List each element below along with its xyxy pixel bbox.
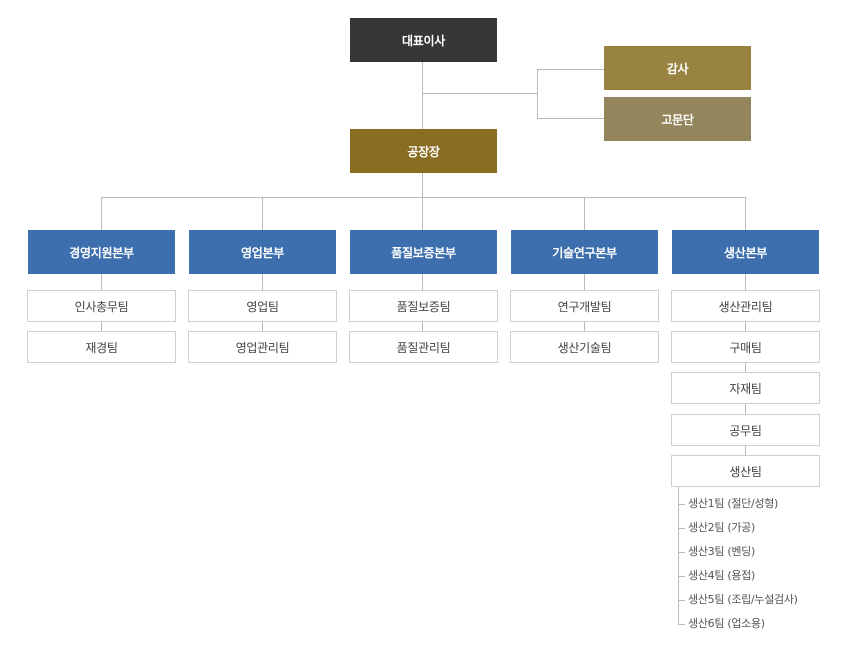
team-production: 생산팀 — [671, 455, 820, 487]
connector-div-2 — [262, 197, 263, 230]
connector-col-5 — [745, 274, 746, 456]
connector-subteam-4 — [678, 576, 685, 577]
division-sales: 영업본부 — [189, 230, 336, 274]
team-quality-control: 품질관리팀 — [349, 331, 498, 363]
connector-divisions-horizontal — [101, 197, 746, 198]
connector-subteam-6 — [678, 624, 685, 625]
plant-manager-node: 공장장 — [350, 129, 497, 173]
team-facilities: 공무팀 — [671, 414, 820, 446]
connector-div-4 — [584, 197, 585, 230]
division-management-support: 경영지원본부 — [28, 230, 175, 274]
team-hr-general-affairs: 인사총무팀 — [27, 290, 176, 322]
team-rnd: 연구개발팀 — [510, 290, 659, 322]
connector-div-5 — [745, 197, 746, 230]
team-sales: 영업팀 — [188, 290, 337, 322]
subteam-production-1: 생산1팀 (절단/성형) — [688, 497, 779, 510]
subteam-production-2: 생산2팀 (가공) — [688, 521, 755, 534]
subteam-production-5: 생산5팀 (조립/누설검사) — [688, 593, 798, 606]
connector-subteam-1 — [678, 504, 685, 505]
connector-subteam-5 — [678, 600, 685, 601]
connector-ceo-advisors — [423, 93, 538, 94]
connector-subteams-vertical — [678, 486, 679, 624]
audit-node: 감사 — [604, 46, 751, 90]
connector-plant-down — [422, 173, 423, 198]
division-quality-assurance: 품질보증본부 — [350, 230, 497, 274]
connector-div-1 — [101, 197, 102, 230]
connector-ceo-plant — [422, 62, 423, 130]
subteam-production-3: 생산3팀 (벤딩) — [688, 545, 755, 558]
team-production-management: 생산관리팀 — [671, 290, 820, 322]
ceo-node: 대표이사 — [350, 18, 497, 62]
team-purchasing: 구매팀 — [671, 331, 820, 363]
division-rnd: 기술연구본부 — [511, 230, 658, 274]
advisory-node: 고문단 — [604, 97, 751, 141]
team-finance: 재경팀 — [27, 331, 176, 363]
subteam-production-6: 생산6팀 (업소용) — [688, 617, 765, 630]
division-production: 생산본부 — [672, 230, 819, 274]
connector-subteam-2 — [678, 528, 685, 529]
subteam-production-4: 생산4팀 (용접) — [688, 569, 755, 582]
connector-subteam-3 — [678, 552, 685, 553]
team-production-engineering: 생산기술팀 — [510, 331, 659, 363]
connector-to-advisory — [537, 118, 604, 119]
team-quality-assurance: 품질보증팀 — [349, 290, 498, 322]
team-materials: 자재팀 — [671, 372, 820, 404]
connector-to-audit — [537, 69, 604, 70]
team-sales-management: 영업관리팀 — [188, 331, 337, 363]
connector-advisors-vertical — [537, 69, 538, 118]
connector-div-3 — [422, 197, 423, 230]
